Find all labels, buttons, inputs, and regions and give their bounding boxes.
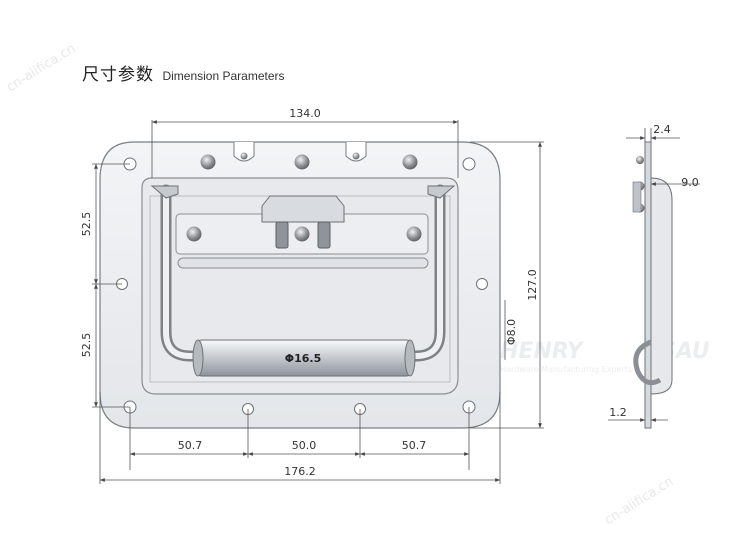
dim-overall-width: 176.2 bbox=[284, 465, 316, 478]
side-view bbox=[632, 141, 673, 429]
title-chinese: 尺寸参数 bbox=[82, 65, 154, 85]
rivet bbox=[294, 226, 310, 242]
inner-slot bbox=[177, 257, 429, 269]
top-notch-right bbox=[345, 142, 367, 162]
watermark-tagline: Hardware Manufacturing Experts bbox=[500, 365, 632, 374]
rivet bbox=[294, 154, 310, 170]
rivet-small bbox=[240, 152, 248, 160]
handle-diameter-label: Φ16.5 bbox=[285, 352, 322, 365]
dim-side-plate: 2.4 bbox=[653, 123, 671, 136]
center-block bbox=[261, 195, 345, 223]
dim-side-depth: 9.0 bbox=[681, 176, 699, 189]
dimension-lines bbox=[92, 120, 544, 484]
handle-wire-highlight bbox=[407, 187, 443, 359]
side-plate bbox=[644, 141, 652, 429]
dim-left-lower: 52.5 bbox=[80, 333, 93, 358]
rivet-small bbox=[352, 152, 360, 160]
diagram-title: 尺寸参数 Dimension Parameters bbox=[82, 60, 285, 85]
mount-hole bbox=[476, 278, 488, 290]
dim-top-width: 134.0 bbox=[289, 107, 321, 120]
rivet bbox=[200, 154, 216, 170]
title-english: Dimension Parameters bbox=[162, 69, 285, 83]
recessed-pan-inner bbox=[149, 195, 451, 383]
watermark-site-bottom: cn-aiifica.cn bbox=[602, 474, 676, 528]
dim-rod-diameter: Φ8.0 bbox=[505, 319, 518, 345]
watermark-brand-a-2: HENRY bbox=[500, 339, 585, 364]
rivet bbox=[402, 154, 418, 170]
rivet bbox=[406, 226, 422, 242]
side-rivet-stem bbox=[632, 181, 642, 213]
handle-grip-end bbox=[192, 339, 204, 377]
handle-wire-top bbox=[150, 185, 179, 199]
side-handle-loop bbox=[633, 339, 662, 386]
handle-wire-top bbox=[427, 185, 456, 199]
dim-left-upper: 52.5 bbox=[80, 212, 93, 237]
dim-bottom-left: 50.7 bbox=[178, 439, 203, 452]
front-view: Φ16.5 bbox=[99, 141, 501, 429]
center-clip bbox=[317, 221, 331, 249]
side-body bbox=[650, 177, 673, 395]
dim-bottom-mid: 50.0 bbox=[292, 439, 317, 452]
handle-wire-highlight bbox=[163, 187, 199, 359]
top-notch-left bbox=[233, 142, 255, 162]
side-dimension-labels: 2.4 9.0 1.2 bbox=[609, 123, 699, 419]
watermark-site-top: cn-aiifica.cn bbox=[4, 41, 78, 95]
side-rivet bbox=[636, 156, 644, 164]
rivet bbox=[186, 226, 202, 242]
mount-hole bbox=[462, 157, 476, 171]
center-clip bbox=[275, 221, 289, 249]
side-dimension-lines bbox=[608, 128, 700, 422]
handle-grip-end bbox=[404, 339, 416, 377]
dim-height: 127.0 bbox=[526, 269, 539, 301]
dim-side-thickness: 1.2 bbox=[609, 406, 627, 419]
dim-bottom-right: 50.7 bbox=[402, 439, 427, 452]
dimension-labels: 134.0 127.0 52.5 52.5 50.7 50.0 50.7 176… bbox=[80, 107, 539, 478]
